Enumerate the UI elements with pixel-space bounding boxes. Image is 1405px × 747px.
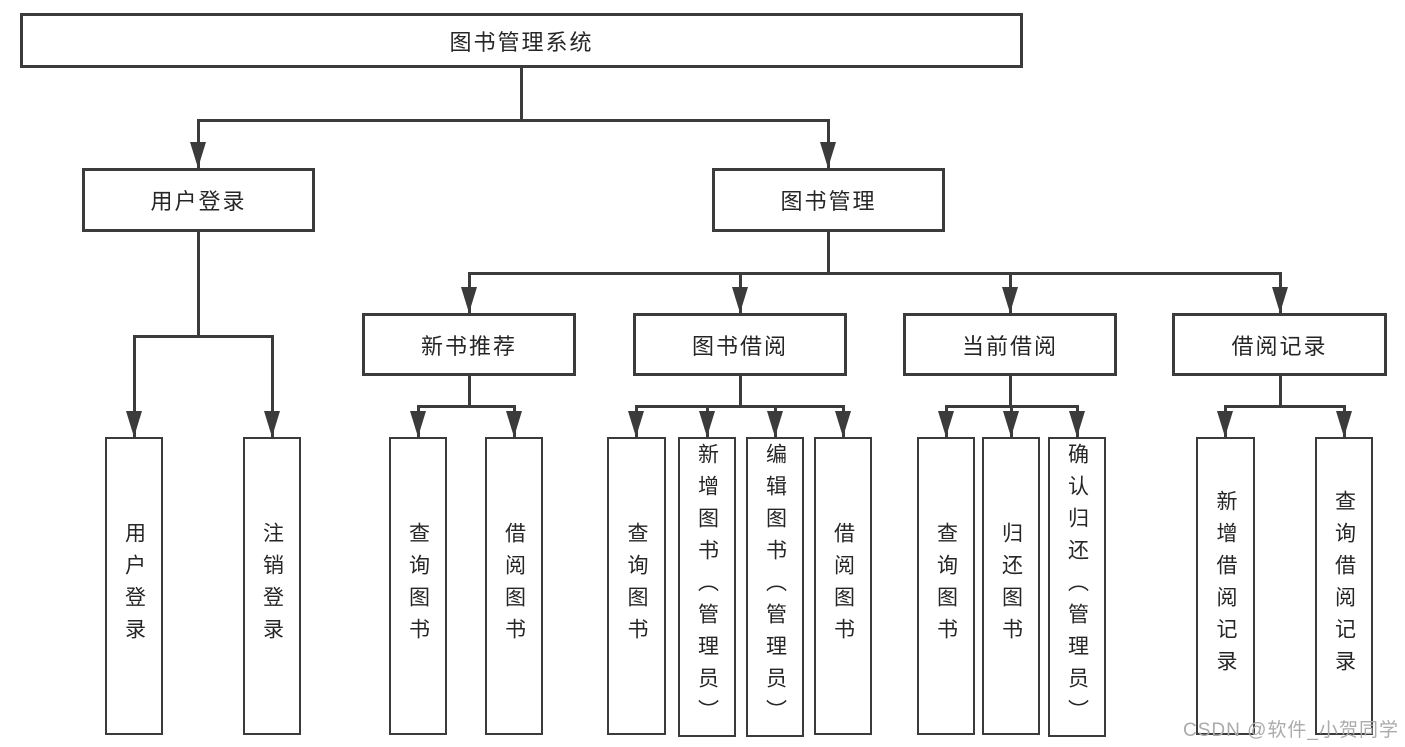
leaf-user-login-label: 用户登录 <box>122 522 146 650</box>
leaf-query-borrow-record-label: 查询借阅记录 <box>1332 490 1356 682</box>
connector-line <box>827 232 830 272</box>
node-book-borrow: 图书借阅 <box>633 313 847 376</box>
leaf-confirm-return-admin-label: 确认归还（管理员） <box>1065 443 1089 731</box>
connector-line <box>1225 405 1346 408</box>
node-book-borrow-label: 图书借阅 <box>691 333 788 359</box>
leaf-borrow-books: 借阅图书 <box>814 437 872 735</box>
leaf-query-books-recommend-label: 查询图书 <box>406 522 430 650</box>
arrow-down-icon <box>1272 287 1288 313</box>
arrow-down-icon <box>264 411 280 437</box>
node-borrow-records: 借阅记录 <box>1172 313 1387 376</box>
arrow-down-icon <box>1002 287 1018 313</box>
leaf-query-books-borrow: 查询图书 <box>607 437 666 735</box>
arrow-down-icon <box>1217 411 1233 437</box>
leaf-return-books-label: 归还图书 <box>999 522 1023 650</box>
connector-line <box>271 335 274 437</box>
node-new-book-recommend-label: 新书推荐 <box>420 333 517 359</box>
arrow-down-icon <box>699 411 715 437</box>
leaf-confirm-return-admin: 确认归还（管理员） <box>1048 437 1106 737</box>
connector-line <box>469 272 1282 275</box>
arrow-down-icon <box>938 411 954 437</box>
arrow-down-icon <box>1003 411 1019 437</box>
leaf-user-login: 用户登录 <box>105 437 163 735</box>
leaf-logout-login-label: 注销登录 <box>260 522 284 650</box>
leaf-add-borrow-record-label: 新增借阅记录 <box>1214 490 1238 682</box>
leaf-add-borrow-record: 新增借阅记录 <box>1196 437 1255 735</box>
arrow-down-icon <box>628 411 644 437</box>
arrow-down-icon <box>506 411 522 437</box>
arrow-down-icon <box>1069 411 1085 437</box>
node-user-login-label: 用户登录 <box>150 189 247 214</box>
connector-line <box>636 405 845 408</box>
leaf-edit-books-admin: 编辑图书（管理员） <box>746 437 804 737</box>
leaf-query-books-current: 查询图书 <box>917 437 975 735</box>
connector-line <box>468 376 471 405</box>
arrow-down-icon <box>410 411 426 437</box>
node-book-management-label: 图书管理 <box>780 189 877 214</box>
connector-line <box>197 232 200 335</box>
node-library-system: 图书管理系统 <box>20 13 1023 68</box>
leaf-logout-login: 注销登录 <box>243 437 301 735</box>
node-library-system-label: 图书管理系统 <box>449 29 594 55</box>
arrow-down-icon <box>820 142 836 168</box>
arrow-down-icon <box>461 287 477 313</box>
leaf-return-books: 归还图书 <box>982 437 1040 735</box>
connector-line <box>198 119 830 122</box>
connector-line <box>133 335 136 437</box>
connector-line <box>134 335 274 338</box>
node-current-borrow-label: 当前借阅 <box>961 333 1058 359</box>
node-new-book-recommend: 新书推荐 <box>362 313 576 376</box>
arrow-down-icon <box>190 142 206 168</box>
connector-line <box>739 376 742 405</box>
connector-line <box>520 68 523 119</box>
arrow-down-icon <box>767 411 783 437</box>
node-user-login: 用户登录 <box>82 168 315 232</box>
connector-line <box>418 405 516 408</box>
leaf-add-books-admin: 新增图书（管理员） <box>678 437 736 737</box>
leaf-borrow-books-recommend-label: 借阅图书 <box>502 522 526 650</box>
leaf-edit-books-admin-label: 编辑图书（管理员） <box>763 443 787 731</box>
leaf-borrow-books-recommend: 借阅图书 <box>485 437 543 735</box>
arrow-down-icon <box>835 411 851 437</box>
leaf-query-books-borrow-label: 查询图书 <box>625 522 649 650</box>
csdn-watermark: CSDN @软件_小贺同学 <box>1183 720 1399 741</box>
leaf-query-books-current-label: 查询图书 <box>934 522 958 650</box>
arrow-down-icon <box>126 411 142 437</box>
node-borrow-records-label: 借阅记录 <box>1231 333 1328 359</box>
connector-line <box>1279 376 1282 405</box>
node-current-borrow: 当前借阅 <box>903 313 1117 376</box>
leaf-borrow-books-label: 借阅图书 <box>831 522 855 650</box>
connector-line <box>1009 376 1012 405</box>
arrow-down-icon <box>1336 411 1352 437</box>
leaf-query-borrow-record: 查询借阅记录 <box>1315 437 1373 735</box>
leaf-add-books-admin-label: 新增图书（管理员） <box>695 443 719 731</box>
arrow-down-icon <box>732 287 748 313</box>
node-book-management: 图书管理 <box>712 168 945 232</box>
leaf-query-books-recommend: 查询图书 <box>389 437 447 735</box>
